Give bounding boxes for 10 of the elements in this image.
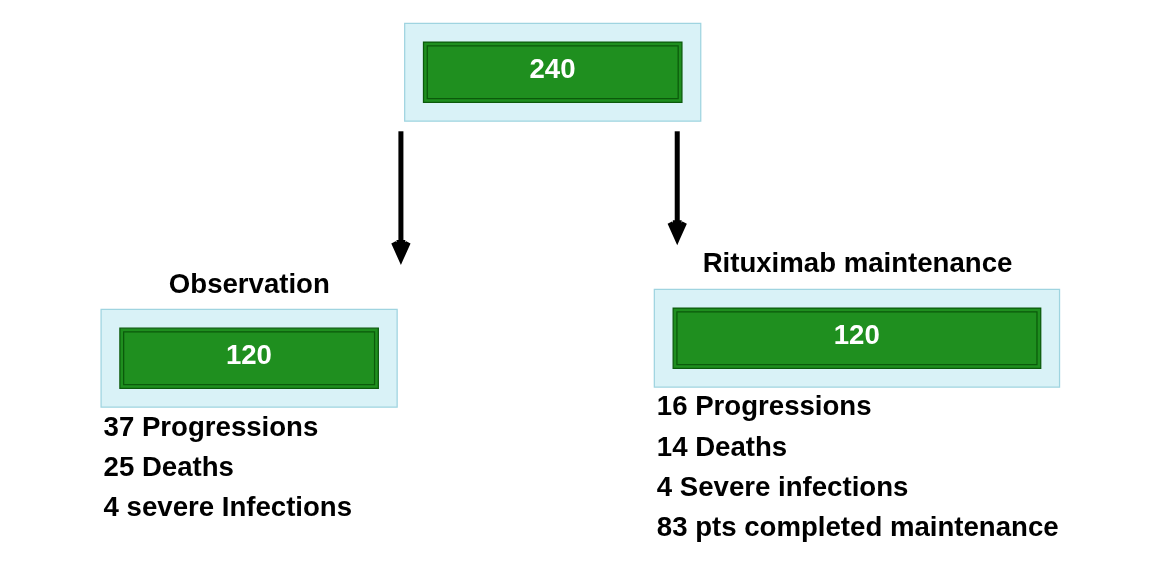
arrow — [390, 131, 411, 262]
node-label: Observation — [168, 267, 330, 299]
node-label: 37 Progressions — [103, 410, 318, 442]
node-label: 4 severe Infections — [103, 490, 352, 522]
node-label: 83 pts completed maintenance — [656, 510, 1059, 542]
node-label: 25 Deaths — [103, 450, 234, 482]
node-label: Rituximab maintenance — [702, 247, 1012, 279]
node-label: 4 Severe infections — [656, 470, 908, 502]
node-label: 14 Deaths — [656, 430, 787, 462]
node-label: 16 Progressions — [656, 390, 872, 422]
